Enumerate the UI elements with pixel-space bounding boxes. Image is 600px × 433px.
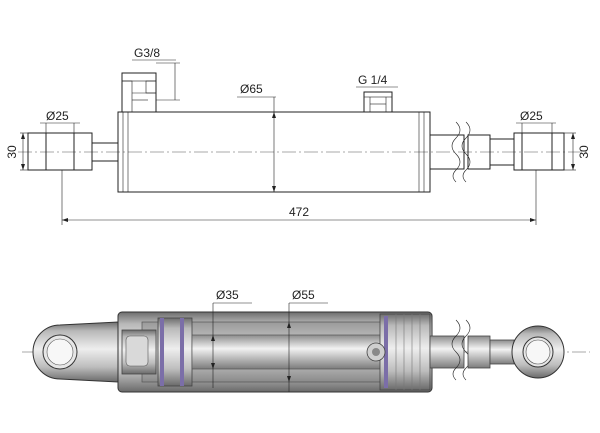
section-rod — [429, 319, 515, 381]
port-g38: G3/8 — [121, 46, 180, 113]
left-bore-dimension: Ø25 — [40, 109, 80, 133]
overall-length-label: 472 — [289, 205, 309, 219]
section-right-eye — [511, 325, 565, 379]
bore-diameter-label: Ø55 — [292, 288, 315, 302]
left-eye — [27, 132, 118, 171]
section-barrel — [117, 311, 433, 393]
piston-rod — [429, 121, 515, 183]
right-bore-label: Ø25 — [520, 109, 543, 123]
port-g14: G 1/4 — [356, 73, 398, 113]
rod-diameter-label: Ø35 — [216, 288, 239, 302]
overall-length-dimension: 472 — [61, 170, 537, 225]
section-view: Ø35 Ø55 — [22, 288, 590, 393]
right-bore-dimension: Ø25 — [516, 109, 556, 133]
left-eye-width-label: 30 — [5, 145, 19, 159]
right-eye — [513, 132, 565, 171]
left-bore-label: Ø25 — [46, 109, 69, 123]
section-left-eye — [32, 321, 119, 383]
bore-diameter-dimension: Ø55 — [287, 288, 328, 392]
left-eye-width-dimension: 30 — [5, 132, 28, 171]
right-eye-width-dimension: 30 — [564, 132, 591, 171]
barrel-diameter-label: Ø65 — [240, 82, 263, 96]
top-view: 30 Ø25 G3/8 — [5, 46, 591, 225]
right-eye-width-label: 30 — [577, 145, 591, 159]
rod-diameter-dimension: Ø35 — [211, 288, 252, 388]
port-g14-label: G 1/4 — [358, 73, 388, 87]
port-g38-label: G3/8 — [134, 46, 160, 60]
barrel-diameter-dimension: Ø65 — [237, 82, 276, 192]
